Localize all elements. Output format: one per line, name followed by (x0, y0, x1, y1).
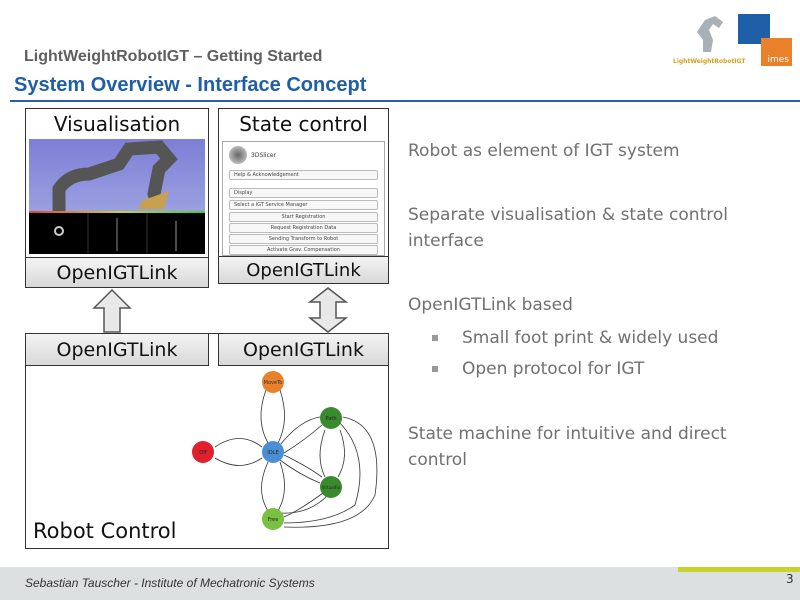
state-control-openigtlink-label: OpenIGTLink (218, 256, 389, 284)
point-separate-interface: Separate visualisation & state control i… (408, 205, 728, 251)
state-node-idle: IDLE (262, 441, 284, 463)
grav-compensation-button[interactable]: Activate Grav. Compensation (229, 245, 378, 255)
state-node-off: Off (192, 441, 214, 463)
slicer-screenshot: 3DSlicer Help & Acknowledgement Display … (222, 141, 385, 256)
imes-logo: imes (738, 14, 792, 66)
visualisation-openigtlink-label: OpenIGTLink (25, 257, 209, 288)
state-label: IDLE (267, 450, 278, 456)
state-label: VirtualFix (322, 485, 341, 490)
visualisation-screenshot (29, 139, 205, 254)
request-registration-button[interactable]: Request Registration Data (229, 223, 378, 233)
robot-openigtlink-label-left: OpenIGTLink (25, 333, 209, 366)
up-arrow-icon (92, 288, 132, 333)
state-node-virtualfix: VirtualFix (320, 476, 342, 498)
footer-author: Sebastian Tauscher - Institute of Mechat… (25, 576, 315, 590)
display-section[interactable]: Display (229, 188, 378, 198)
slide-supertitle: LightWeightRobotIGT – Getting Started (24, 48, 323, 65)
state-control-panel: State control 3DSlicer Help & Acknowledg… (218, 108, 389, 258)
subpoint-footprint: Small foot print & widely used (462, 328, 719, 348)
robot-render-icon (52, 140, 178, 218)
help-section[interactable]: Help & Acknowledgement (229, 170, 378, 180)
slicer-app-name: 3DSlicer (251, 152, 277, 159)
footer-accent (678, 567, 800, 572)
subpoint-open-protocol: Open protocol for IGT (462, 359, 645, 379)
state-label: Off (199, 450, 207, 456)
state-label: MoveTo (264, 380, 283, 386)
service-manager-select[interactable]: Select a IGT Service Manager (229, 200, 378, 210)
slide-title: System Overview - Interface Concept (14, 74, 367, 96)
robot-control-panel (25, 333, 389, 549)
state-control-label: State control (239, 112, 368, 136)
footer-bar (0, 567, 800, 600)
start-registration-button[interactable]: Start Registration (229, 212, 378, 222)
state-node-moveto: MoveTo (262, 371, 284, 393)
lwr-logo-text: LightWeightRobotIGT (673, 58, 746, 65)
state-machine-diagram: MoveTo Path IDLE Off VirtualFix Free (192, 371, 378, 530)
state-label: Path (326, 416, 337, 422)
visualisation-label: Visualisation (53, 112, 181, 136)
double-arrow-icon (307, 287, 349, 333)
robot-arm-icon (697, 16, 723, 52)
state-label: Free (268, 517, 279, 523)
slicer-logo-icon (229, 146, 247, 164)
title-divider (10, 100, 800, 102)
state-node-path: Path (320, 407, 342, 429)
bullet-icon (432, 335, 438, 341)
visualisation-panel: Visualisation (25, 108, 209, 258)
send-transform-button[interactable]: Sending Transform to Robot (229, 234, 378, 244)
point-state-machine: State machine for intuitive and direct c… (408, 424, 727, 470)
imes-logo-text: imes (761, 38, 792, 66)
point-openigtlink: OpenIGTLink based (408, 295, 573, 315)
slice-views (54, 213, 177, 253)
robot-control-label: Robot Control (33, 519, 177, 543)
bullet-icon (432, 366, 438, 372)
lwr-logo: LightWeightRobotIGT (673, 10, 746, 70)
robot-openigtlink-label-right: OpenIGTLink (218, 333, 389, 366)
point-robot-element: Robot as element of IGT system (408, 141, 680, 161)
state-node-free: Free (262, 508, 284, 530)
page-number: 3 (786, 572, 794, 586)
